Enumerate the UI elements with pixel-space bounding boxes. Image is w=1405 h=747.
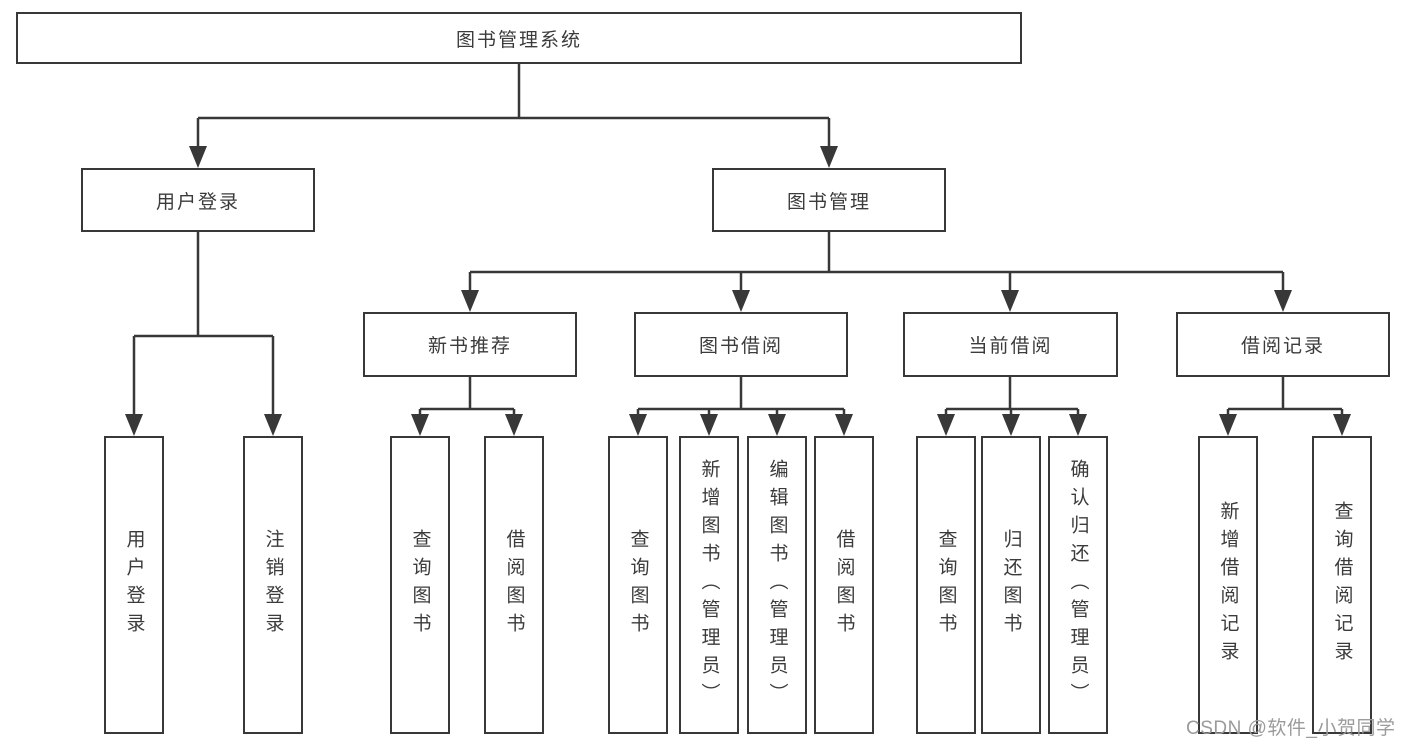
leaf-borrow-books-recommend-label: 借阅图书 xyxy=(503,529,525,641)
connector-lines xyxy=(132,64,1344,418)
leaf-borrow-books-label: 借阅图书 xyxy=(833,529,855,641)
node-book-management-label: 图书管理 xyxy=(786,191,871,213)
leaf-add-books-admin-label: 新增图书（管理员） xyxy=(698,459,720,711)
leaf-return-books-label: 归还图书 xyxy=(1000,529,1022,641)
node-new-book-recommend: 新书推荐 xyxy=(363,312,577,377)
node-borrowing-records: 借阅记录 xyxy=(1176,312,1390,377)
leaf-user-login: 用户登录 xyxy=(104,436,164,734)
leaf-borrow-books-recommend: 借阅图书 xyxy=(484,436,544,734)
leaf-query-books-recommend-label: 查询图书 xyxy=(409,529,431,641)
node-book-borrowing-label: 图书借阅 xyxy=(698,336,783,357)
leaf-add-borrow-record-label: 新增借阅记录 xyxy=(1217,501,1239,669)
node-book-borrowing: 图书借阅 xyxy=(634,312,848,377)
node-user-login-label: 用户登录 xyxy=(155,191,240,213)
node-book-management: 图书管理 xyxy=(712,168,946,232)
node-root: 图书管理系统 xyxy=(16,12,1022,64)
node-user-login: 用户登录 xyxy=(81,168,315,232)
leaf-user-login-label: 用户登录 xyxy=(123,529,145,641)
leaf-confirm-return-admin-label: 确认归还（管理员） xyxy=(1067,459,1089,711)
csdn-watermark: CSDN @软件_小贺同学 xyxy=(1186,718,1396,739)
leaf-query-borrow-record: 查询借阅记录 xyxy=(1312,436,1372,734)
leaf-confirm-return-admin: 确认归还（管理员） xyxy=(1048,436,1108,734)
leaf-query-books-current-label: 查询图书 xyxy=(935,529,957,641)
node-new-book-recommend-label: 新书推荐 xyxy=(427,336,512,357)
node-current-borrowing: 当前借阅 xyxy=(903,312,1118,377)
leaf-borrow-books: 借阅图书 xyxy=(814,436,874,734)
leaf-logout: 注销登录 xyxy=(243,436,303,734)
arrowhead-icons xyxy=(125,146,1351,436)
leaf-edit-books-admin: 编辑图书（管理员） xyxy=(747,436,807,734)
leaf-return-books: 归还图书 xyxy=(981,436,1041,734)
leaf-query-books-current: 查询图书 xyxy=(916,436,976,734)
leaf-edit-books-admin-label: 编辑图书（管理员） xyxy=(766,459,788,711)
node-root-label: 图书管理系统 xyxy=(455,29,582,51)
leaf-add-borrow-record: 新增借阅记录 xyxy=(1198,436,1258,734)
leaf-query-books-recommend: 查询图书 xyxy=(390,436,450,734)
leaf-logout-label: 注销登录 xyxy=(262,529,284,641)
leaf-query-borrow-record-label: 查询借阅记录 xyxy=(1331,501,1353,669)
leaf-query-books-borrow: 查询图书 xyxy=(608,436,668,734)
node-current-borrowing-label: 当前借阅 xyxy=(968,336,1053,357)
leaf-query-books-borrow-label: 查询图书 xyxy=(627,529,649,641)
node-borrowing-records-label: 借阅记录 xyxy=(1240,336,1325,357)
leaf-add-books-admin: 新增图书（管理员） xyxy=(679,436,739,734)
